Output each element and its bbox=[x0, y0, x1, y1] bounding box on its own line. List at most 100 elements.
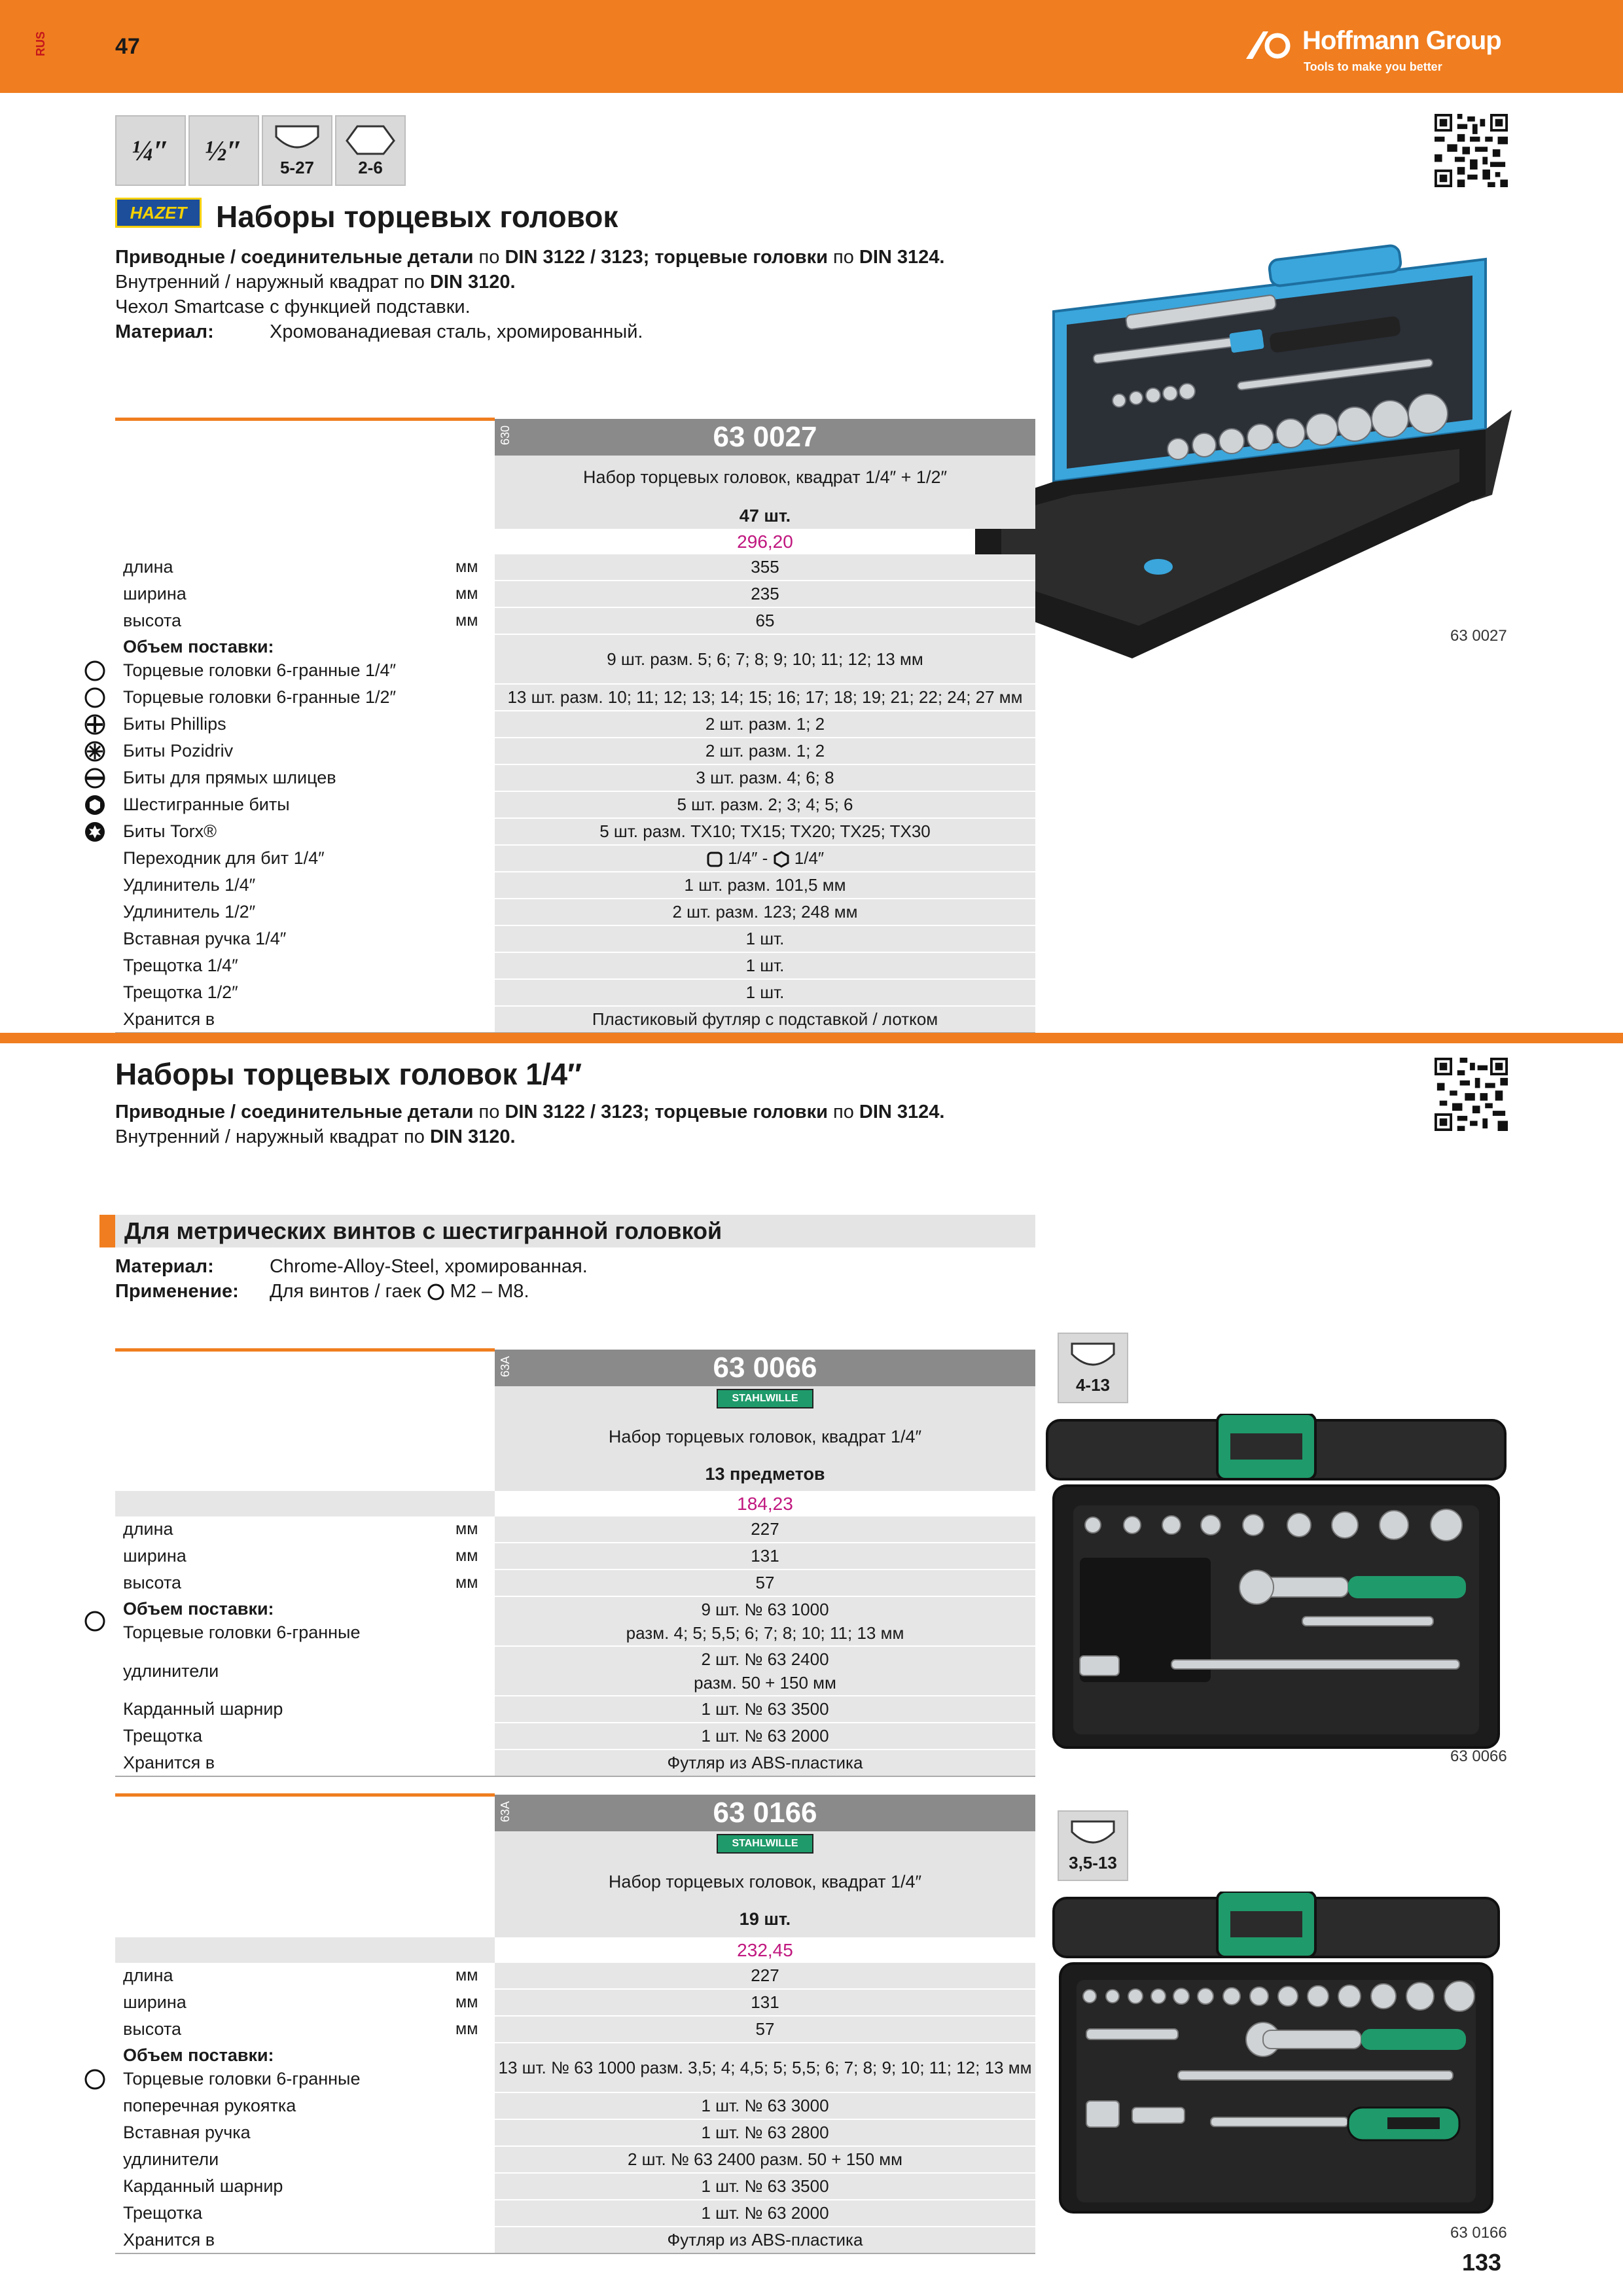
table1-article-header: 630 63 0027 bbox=[495, 419, 1035, 456]
product-name-630166: Набор торцевых головок, квадрат 1/4″ bbox=[608, 1872, 922, 1892]
table1-code: 630 bbox=[499, 425, 512, 446]
table-row: высота мм 65 bbox=[115, 608, 1035, 635]
table-row: Шестигранные биты 5 шт. разм. 2; 3; 4; 5… bbox=[85, 792, 1035, 819]
table-row: высота мм 57 bbox=[115, 2017, 1035, 2043]
article-630027: 63 0027 bbox=[713, 421, 817, 453]
subsection-bar: Для метрических винтов с шестигранной го… bbox=[99, 1215, 1035, 1247]
article-630066: 63 0066 bbox=[713, 1352, 817, 1384]
hazet-badge: HAZET bbox=[115, 198, 202, 228]
table1-rows: длина мм 355 ширина мм 235 высота мм 65 … bbox=[84, 554, 1035, 1033]
table-row: Биты Torx® 5 шт. разм. TX10; TX15; TX20;… bbox=[85, 819, 1035, 846]
language-code: RUS bbox=[34, 31, 47, 57]
table-row: Объем поставки: Торцевые головки 6-гранн… bbox=[84, 635, 1035, 685]
table-row: ширина мм 131 bbox=[115, 1543, 1035, 1570]
table-row: Объем поставки: Торцевые головки 6-гранн… bbox=[84, 2043, 1035, 2093]
table-row: длина мм 355 bbox=[115, 554, 1035, 581]
phillips-icon bbox=[84, 714, 105, 735]
table-row: Хранится в Футляр из ABS-пластика bbox=[115, 2227, 1035, 2254]
spec-range-630066: 4-13 bbox=[1058, 1333, 1128, 1403]
table-row: Биты Phillips 2 шт. разм. 1; 2 bbox=[84, 711, 1035, 738]
image-caption-630166: 63 0166 bbox=[1450, 2224, 1507, 2242]
hex-drive-icon bbox=[774, 851, 789, 868]
table-row: Хранится в Пластиковый футляр с подставк… bbox=[115, 1007, 1035, 1033]
table-row: поперечная рукоятка 1 шт. № 63 3000 bbox=[115, 2093, 1035, 2120]
stahlwille-badge: STAHLWILLE bbox=[717, 1834, 813, 1854]
section2-title: Наборы торцевых головок 1/4″ bbox=[115, 1057, 582, 1091]
price-row-label bbox=[115, 1937, 495, 1963]
table1-product-info: Набор торцевых головок, квадрат 1/4″ + 1… bbox=[495, 456, 1035, 529]
hex-bit-icon bbox=[346, 125, 395, 154]
torx-icon bbox=[85, 822, 105, 842]
article-630166: 63 0166 bbox=[713, 1797, 817, 1829]
table-row: удлинители 2 шт. № 63 2400 разм. 50 + 15… bbox=[115, 2147, 1035, 2174]
table-row: удлинители 2 шт. № 63 2400 разм. 50 + 15… bbox=[115, 1647, 1035, 1696]
table-row: высота мм 57 bbox=[115, 1570, 1035, 1597]
hex-socket-circle-icon bbox=[84, 1611, 105, 1632]
hoffmann-logo: Hoffmann Group Tools to make you better bbox=[1243, 24, 1505, 76]
brand-tagline: Tools to make you better bbox=[1304, 60, 1442, 73]
section-divider bbox=[0, 1033, 1623, 1043]
product-count-630066: 13 предметов bbox=[705, 1464, 825, 1484]
product-count-630027: 47 шт. bbox=[739, 506, 791, 526]
table-row: ширина мм 235 bbox=[115, 581, 1035, 608]
hex-socket-icon bbox=[275, 125, 319, 148]
table2-article-header: 63A 63 0066 bbox=[495, 1350, 1035, 1386]
table-row: Переходник для бит 1/4″ 1/4″ - 1/4″ bbox=[115, 846, 1035, 872]
spec-hex-socket-range: 5-27 bbox=[262, 115, 332, 186]
table2-rows: длина мм 227 ширина мм 131 высота мм 57 … bbox=[84, 1516, 1035, 1777]
brand-name: Hoffmann Group bbox=[1302, 26, 1502, 55]
table-row: Карданный шарнир 1 шт. № 63 3500 bbox=[115, 1696, 1035, 1723]
table-row: Объем поставки: Торцевые головки 6-гранн… bbox=[84, 1597, 1035, 1647]
price-630027: 296,20 bbox=[737, 531, 793, 552]
table-row: Карданный шарнир 1 шт. № 63 3500 bbox=[115, 2174, 1035, 2200]
hoffmann-logo-icon bbox=[1246, 31, 1291, 59]
table-row: Вставная ручка 1/4″ 1 шт. bbox=[115, 926, 1035, 953]
table-row: Торцевые головки 6-гранные 1/2″ 13 шт. р… bbox=[84, 685, 1035, 711]
table-row: Трещотка 1/4″ 1 шт. bbox=[115, 953, 1035, 980]
table-row: Трещотка 1 шт. № 63 2000 bbox=[115, 1723, 1035, 1750]
table-row: Удлинитель 1/4″ 1 шт. разм. 101,5 мм bbox=[115, 872, 1035, 899]
table3-article-header: 63A 63 0166 bbox=[495, 1795, 1035, 1831]
product-count-630166: 19 шт. bbox=[739, 1909, 791, 1929]
socket-set-image-630166 bbox=[1052, 1892, 1500, 2214]
product-name-630066: Набор торцевых головок, квадрат 1/4″ bbox=[608, 1427, 922, 1446]
pozidriv-icon bbox=[84, 741, 105, 762]
section2-description: Приводные / соединительные детали по DIN… bbox=[115, 1102, 945, 1147]
hex-socket-icon bbox=[1071, 1342, 1115, 1365]
qr-code-2[interactable] bbox=[1435, 1058, 1508, 1131]
hex-socket-circle-icon bbox=[84, 687, 105, 708]
stahlwille-badge: STAHLWILLE bbox=[717, 1389, 813, 1408]
table-row: длина мм 227 bbox=[115, 1963, 1035, 1990]
table3-top-line bbox=[115, 1793, 495, 1797]
hex-bit-icon bbox=[85, 795, 105, 815]
page-number-right: 133 bbox=[1462, 2249, 1502, 2276]
page-header bbox=[0, 0, 1623, 93]
table2-product-info: STAHLWILLE Набор торцевых головок, квадр… bbox=[495, 1386, 1035, 1491]
price-row-label bbox=[115, 1491, 495, 1516]
image-caption-630027: 63 0027 bbox=[1450, 627, 1507, 645]
table3-code: 63A bbox=[499, 1801, 512, 1823]
table-row: Биты для прямых шлицев 3 шт. разм. 4; 6;… bbox=[84, 765, 1035, 792]
qr-code-1[interactable] bbox=[1435, 114, 1508, 187]
image-caption-630066: 63 0066 bbox=[1450, 1748, 1507, 1765]
table-row: Биты Pozidriv 2 шт. разм. 1; 2 bbox=[84, 738, 1035, 765]
section1-description: Приводные / соединительные детали по DIN… bbox=[115, 247, 945, 342]
spec-range-630166: 3,5-13 bbox=[1058, 1810, 1128, 1881]
table-row: Хранится в Футляр из ABS-пластика bbox=[115, 1750, 1035, 1777]
slotted-icon bbox=[84, 768, 105, 789]
table1-top-line bbox=[115, 418, 495, 421]
table3-rows: длина мм 227 ширина мм 131 высота мм 57 … bbox=[84, 1963, 1035, 2254]
socket-set-image-630027 bbox=[975, 244, 1512, 658]
table2-top-line bbox=[115, 1348, 495, 1352]
hex-socket-circle-icon bbox=[427, 1283, 444, 1300]
table-row: Трещотка 1 шт. № 63 2000 bbox=[115, 2200, 1035, 2227]
table-row: ширина мм 131 bbox=[115, 1990, 1035, 2017]
spec-hex-bit-range: 2-6 bbox=[335, 115, 406, 186]
section2-material: Материал:Chrome-Alloy-Steel, хромированн… bbox=[115, 1256, 588, 1302]
section1-title: Наборы торцевых головок bbox=[216, 200, 618, 234]
product-name-630027: Набор торцевых головок, квадрат 1/4″ + 1… bbox=[582, 467, 948, 487]
spec-icons: ¼″ ½″ 5-27 2-6 bbox=[115, 115, 406, 186]
hex-socket-icon bbox=[1071, 1820, 1115, 1843]
hex-socket-circle-icon bbox=[84, 2069, 105, 2090]
table3-product-info: STAHLWILLE Набор торцевых головок, квадр… bbox=[495, 1831, 1035, 1937]
